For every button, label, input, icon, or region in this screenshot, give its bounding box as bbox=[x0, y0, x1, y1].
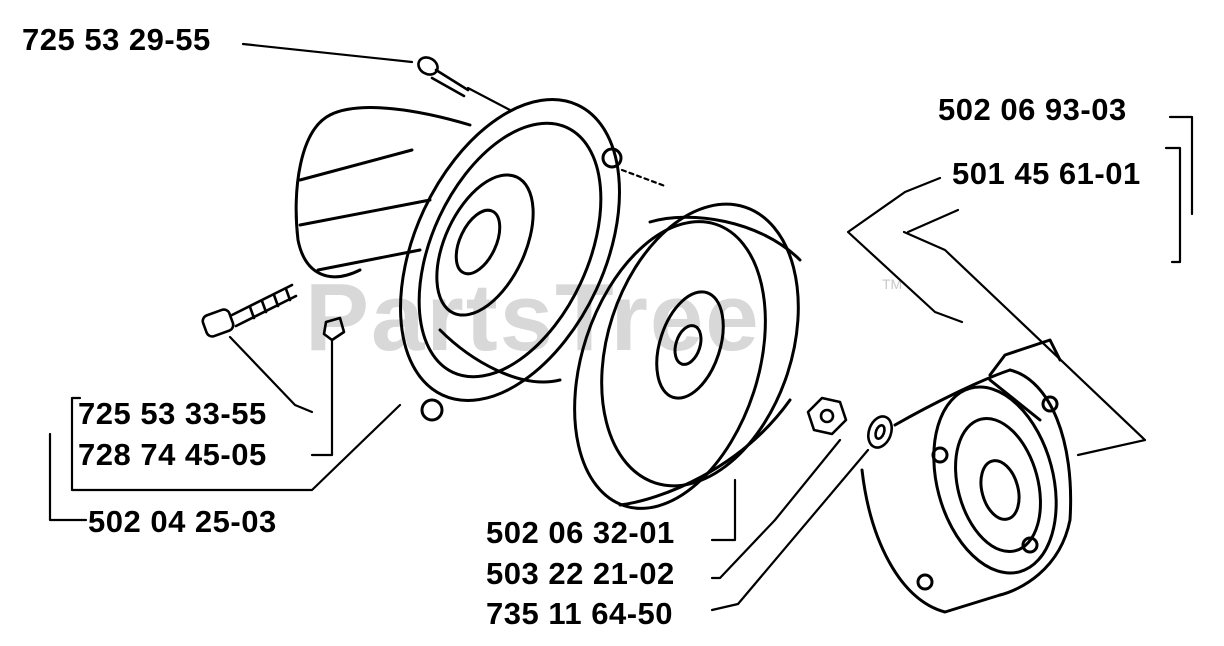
part-number-725-53-33-55: 725 53 33-55 bbox=[78, 396, 267, 431]
part-number-501-45-61-01: 501 45 61-01 bbox=[952, 156, 1141, 191]
bolt-725-53-33-55 bbox=[201, 283, 298, 338]
leader-p3d bbox=[906, 208, 960, 234]
clutch-cover-housing bbox=[294, 98, 623, 422]
part-number-502-04-25-03: 502 04 25-03 bbox=[88, 504, 277, 539]
leader-p4 bbox=[228, 335, 314, 414]
leader-p2 bbox=[1168, 115, 1194, 216]
leader-p3b bbox=[1164, 146, 1182, 264]
leader-p1b bbox=[466, 86, 512, 112]
leader-p5 bbox=[310, 338, 334, 457]
leader-tick1 bbox=[620, 168, 667, 188]
part-number-502-06-32-01: 502 06 32-01 bbox=[486, 515, 675, 550]
clutch-assembly bbox=[860, 338, 1073, 614]
watermark-trademark: TM bbox=[882, 276, 903, 292]
part-number-503-22-21-02: 503 22 21-02 bbox=[486, 556, 675, 591]
leader-p6 bbox=[70, 396, 402, 492]
part-number-735-11-64-50: 735 11 64-50 bbox=[486, 596, 674, 631]
leader-p1 bbox=[241, 42, 414, 64]
leader-p8 bbox=[710, 438, 842, 580]
part-number-725-53-29-55: 725 53 29-55 bbox=[22, 22, 211, 57]
leader-p3 bbox=[846, 176, 964, 324]
part-number-502-06-93-03: 502 06 93-03 bbox=[938, 92, 1127, 127]
washer-735-11-64-50 bbox=[867, 415, 893, 449]
nut-503-22-21-02 bbox=[806, 396, 848, 436]
leader-p3c bbox=[902, 230, 1147, 457]
screw-725-53-29-55 bbox=[417, 56, 470, 98]
clutch-drum bbox=[573, 202, 802, 510]
leader-p9 bbox=[710, 448, 870, 612]
insert-728-74-45-05 bbox=[322, 316, 346, 342]
part-number-728-74-45-05: 728 74 45-05 bbox=[78, 437, 267, 472]
leader-p6b bbox=[48, 432, 88, 522]
leader-lines bbox=[48, 42, 1194, 612]
leader-p7 bbox=[710, 478, 737, 542]
